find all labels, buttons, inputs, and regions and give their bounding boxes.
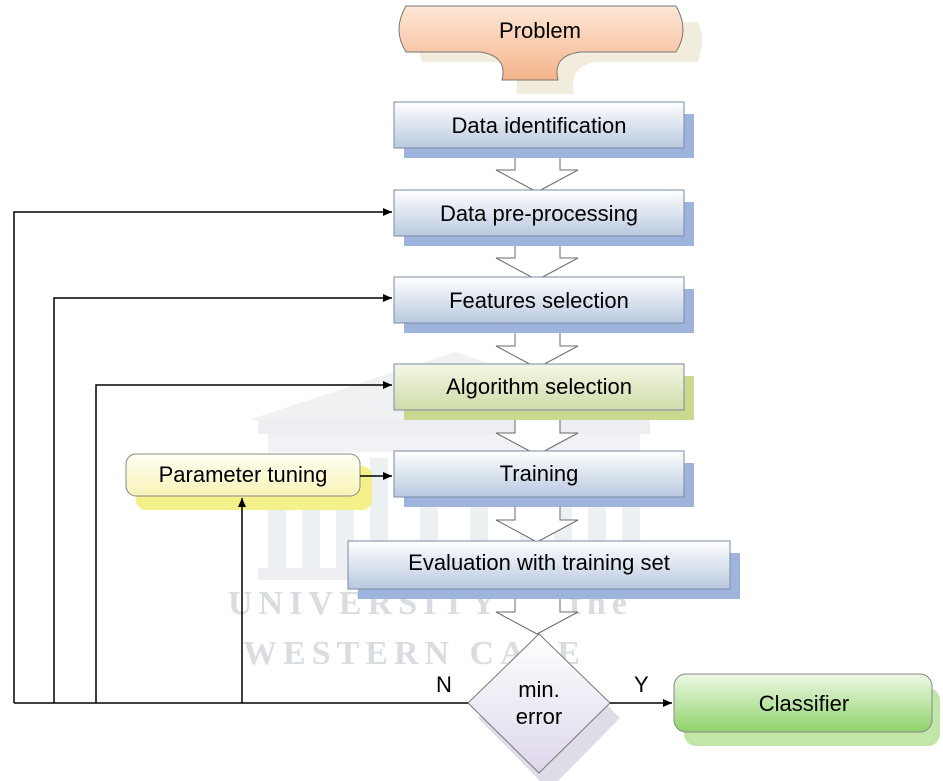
problem-node: Problem (398, 5, 702, 94)
yes-label: Y (634, 672, 649, 697)
classifier-label: Classifier (759, 691, 849, 716)
data-identification-label: Data identification (452, 113, 627, 138)
loop-to-features-selection (53, 294, 392, 703)
evaluation-label: Evaluation with training set (408, 550, 670, 575)
no-label: N (436, 672, 452, 697)
decision-label-line-1: min. (518, 677, 560, 702)
algorithm-selection-label: Algorithm selection (446, 374, 632, 399)
min-error-decision-node: min. error (467, 633, 620, 781)
data-preprocessing-label: Data pre-processing (440, 201, 638, 226)
features-selection-label: Features selection (449, 288, 629, 313)
feedback-connectors (13, 208, 672, 707)
classifier-node: Classifier (673, 673, 940, 746)
data-preprocessing-node: Data pre-processing (393, 189, 694, 246)
evaluation-node: Evaluation with training set (347, 540, 740, 599)
data-identification-node: Data identification (393, 101, 694, 158)
loop-to-data-preprocessing (13, 208, 392, 703)
training-label: Training (500, 461, 579, 486)
decision-label-line-2: error (516, 704, 562, 729)
algorithm-selection-node: Algorithm selection (393, 363, 694, 420)
parameter-tuning-label: Parameter tuning (159, 462, 328, 487)
features-selection-node: Features selection (393, 276, 694, 333)
training-node: Training (393, 450, 694, 507)
loop-to-algorithm-selection (95, 381, 392, 703)
problem-label: Problem (499, 18, 581, 43)
parameter-tuning-node: Parameter tuning (125, 453, 372, 510)
